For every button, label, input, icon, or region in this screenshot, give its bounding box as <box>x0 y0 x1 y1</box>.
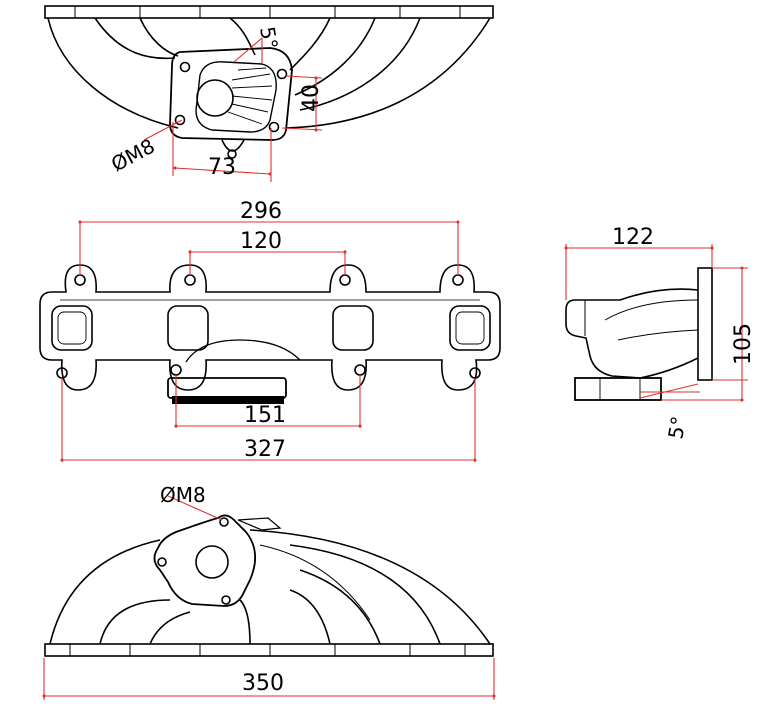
bottom-flange-bar <box>44 643 494 657</box>
top-view <box>44 5 494 159</box>
front-dimensions <box>60 220 477 462</box>
side-flange <box>697 267 713 381</box>
bottom-dimensions <box>42 495 496 700</box>
top-flange-height-label: 40 <box>299 84 324 112</box>
front-outer-spacing-label: 296 <box>240 199 282 224</box>
top-turbo-flange <box>169 47 293 141</box>
front-view <box>39 264 501 404</box>
top-flange-width-label: 73 <box>208 155 236 180</box>
top-bolt-label: ØM8 <box>107 134 159 177</box>
top-body-outline <box>47 17 491 129</box>
top-bolt-hole <box>179 61 191 73</box>
top-dimensions <box>143 37 323 182</box>
side-body-outline <box>565 288 699 379</box>
bottom-bolt-hole <box>219 517 229 527</box>
side-height-label: 105 <box>731 323 756 365</box>
bottom-turbo-flange <box>153 514 256 607</box>
front-bolt-span-label: 327 <box>244 437 286 462</box>
front-flange-width-label: 151 <box>244 403 286 428</box>
front-flange-outline <box>39 264 501 391</box>
top-angle-label: 5° <box>255 25 283 52</box>
bottom-view <box>44 514 494 657</box>
top-flange-bar <box>44 5 494 19</box>
side-depth-label: 122 <box>612 225 654 250</box>
side-dimensions <box>564 244 748 402</box>
side-turbo-flange <box>574 377 662 401</box>
side-angle-label: 5° <box>663 414 691 441</box>
front-inner-spacing-label: 120 <box>240 229 282 254</box>
bottom-body-outline <box>49 529 491 645</box>
bottom-bolt-label: ØM8 <box>160 483 206 507</box>
bottom-length-label: 350 <box>242 671 284 696</box>
front-turbo-flange <box>167 377 287 399</box>
side-view <box>565 267 713 401</box>
